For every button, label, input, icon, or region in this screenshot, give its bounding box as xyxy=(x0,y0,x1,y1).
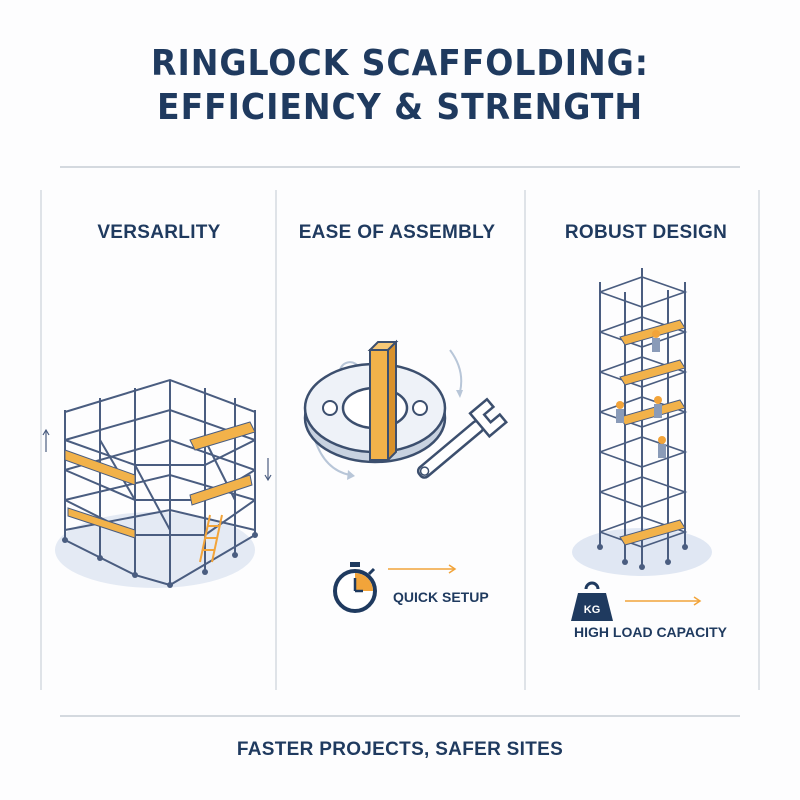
weight-kg-icon: KG xyxy=(571,581,613,621)
title-line-2: EFFICIENCY & STRENGTH xyxy=(157,87,643,128)
high-load-capacity-label: HIGH LOAD CAPACITY xyxy=(574,624,727,640)
weight-kg-label: KG xyxy=(584,604,601,616)
top-divider xyxy=(60,166,740,168)
load-arrow-icon xyxy=(625,596,702,606)
stopwatch-icon xyxy=(333,562,377,613)
column-title-robust-design: ROBUST DESIGN xyxy=(564,222,728,243)
quick-setup-arrow-icon xyxy=(388,564,457,574)
column-border-left xyxy=(40,190,42,690)
quick-setup-label: QUICK SETUP xyxy=(393,589,489,605)
footer-tagline: FASTER PROJECTS, SAFER SITES xyxy=(236,739,564,760)
worker-figures xyxy=(616,330,666,458)
column-border-right xyxy=(758,190,760,690)
bottom-divider xyxy=(60,715,740,717)
scaffold-tower-illustration xyxy=(572,268,712,576)
column-title-ease-of-assembly: EASE OF ASSEMBLY xyxy=(298,222,496,243)
column-divider-1 xyxy=(275,190,277,690)
scaffold-structure-illustration xyxy=(42,378,272,588)
column-divider-2 xyxy=(524,190,526,690)
ring-wrench-illustration xyxy=(303,339,509,480)
column-title-versatility: VERSARLITY xyxy=(97,222,221,243)
page-title: RINGLOCK SCAFFOLDING: EFFICIENCY & STREN… xyxy=(32,42,768,130)
title-line-1: RINGLOCK SCAFFOLDING: xyxy=(151,43,649,84)
